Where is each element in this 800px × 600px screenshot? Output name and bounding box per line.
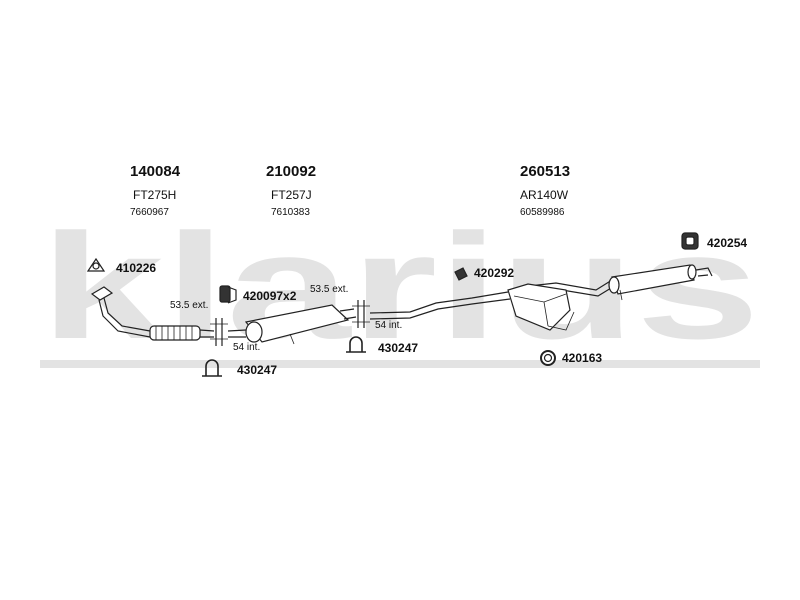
section-1-part-number: 140084 — [130, 163, 181, 180]
mount-disc-icon — [454, 267, 468, 281]
joint-2-ext-label: 53.5 ext. — [310, 284, 349, 295]
flex-bellows — [149, 325, 201, 341]
section-3-part-number: 260513 — [520, 163, 571, 180]
joint-1-marks — [210, 318, 228, 346]
label-gasket: 410226 — [116, 261, 157, 275]
joint-2-marks — [352, 300, 370, 328]
watermark-underline — [40, 360, 760, 368]
section-1-oem: 7660967 — [130, 207, 169, 218]
joint-2-int-label: 54 int. — [375, 320, 403, 331]
joint-1-ext-label: 53.5 ext. — [170, 300, 209, 311]
label-clamp-left: 430247 — [237, 363, 278, 377]
front-pipe — [90, 286, 215, 341]
clamp-pair-icon — [219, 285, 237, 304]
section-2-code: FT257J — [271, 188, 312, 202]
rear-box — [507, 283, 575, 331]
section-2-oem: 7610383 — [271, 207, 310, 218]
section-1-code: FT275H — [133, 188, 177, 202]
tail-silencer — [608, 264, 713, 301]
label-ring: 420163 — [562, 351, 603, 365]
label-clamp-pair: 420097x2 — [243, 289, 297, 303]
joint-1-int-label: 54 int. — [233, 342, 261, 353]
ring-icon — [540, 350, 556, 366]
label-mount-mid: 420292 — [474, 266, 515, 280]
mount-block-icon — [681, 232, 699, 250]
section-2-part-number: 210092 — [266, 163, 317, 180]
label-clamp-mid: 430247 — [378, 341, 419, 355]
label-mount-right: 420254 — [707, 236, 748, 250]
rear-pipe — [369, 279, 617, 320]
clamp-icon-mid — [346, 336, 366, 353]
section-3-code: AR140W — [520, 188, 569, 202]
gasket-icon — [86, 257, 106, 272]
centre-silencer — [227, 304, 357, 345]
clamp-icon-left — [202, 359, 222, 377]
section-3-oem: 60589986 — [520, 207, 565, 218]
